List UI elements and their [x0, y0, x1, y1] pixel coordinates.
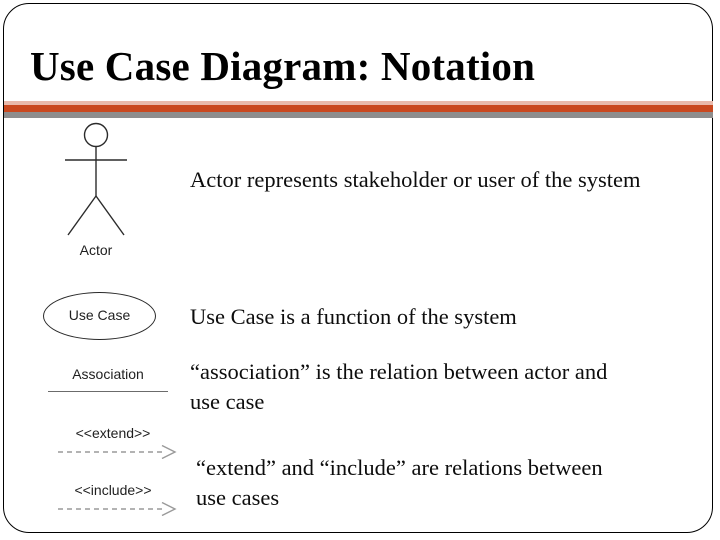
association-line-shape — [48, 391, 168, 392]
association-notation: Association — [48, 366, 168, 398]
dashed-open-arrow-icon — [58, 445, 177, 459]
actor-notation-label: Actor — [79, 242, 113, 258]
divider-bar-light — [4, 101, 713, 105]
actor-description-text: Actor represents stakeholder or user of … — [190, 167, 641, 192]
dashed-open-arrow-icon — [58, 502, 177, 516]
usecase-notation: Use Case — [43, 292, 158, 342]
include-notation: <<include>> — [58, 482, 183, 516]
usecase-ellipse-shape — [43, 292, 156, 340]
title-divider — [4, 101, 713, 118]
extend-notation-label: <<extend>> — [75, 425, 151, 441]
extend-notation: <<extend>> — [58, 425, 183, 459]
divider-bar-gray — [4, 112, 713, 118]
association-notation-label: Association — [72, 366, 144, 382]
extend-include-description-text: “extend” and “include” are relations bet… — [196, 455, 603, 510]
usecase-notation-label: Use Case — [68, 307, 131, 323]
usecase-description-text: Use Case is a function of the system — [190, 304, 517, 329]
actor-notation: Actor — [40, 122, 152, 267]
divider-bar-orange — [4, 105, 713, 112]
actor-stick-figure-icon — [65, 122, 127, 236]
association-description-text: “association” is the relation between ac… — [190, 359, 608, 414]
include-notation-label: <<include>> — [74, 482, 152, 498]
page-title: Use Case Diagram: Notation — [30, 43, 536, 89]
